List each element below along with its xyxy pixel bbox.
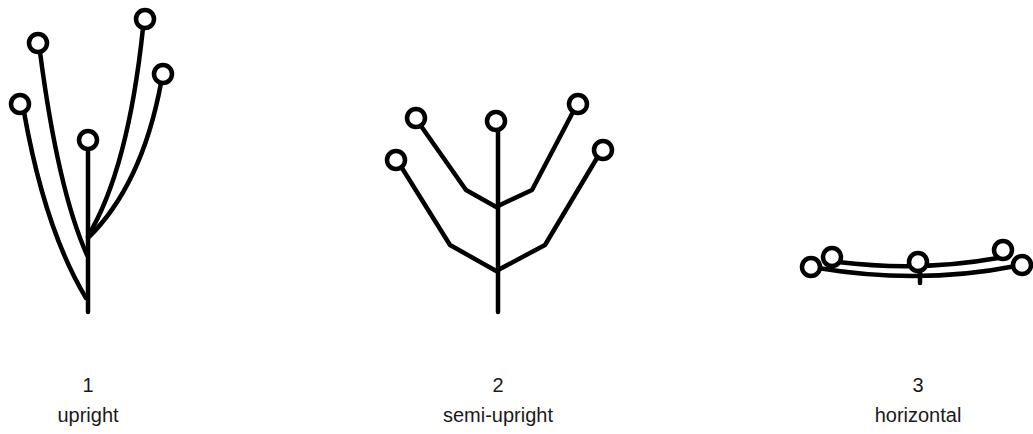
figure-number: 2 [492,373,503,397]
horizontal-tree [802,241,1031,283]
upright-tree [11,10,172,312]
figure-caption: upright [57,403,118,427]
semi-upright-tree [387,95,612,312]
figure-caption: horizontal [875,403,962,427]
figure-number: 3 [912,373,923,397]
figure-number: 1 [82,373,93,397]
figure-caption: semi-upright [443,403,553,427]
